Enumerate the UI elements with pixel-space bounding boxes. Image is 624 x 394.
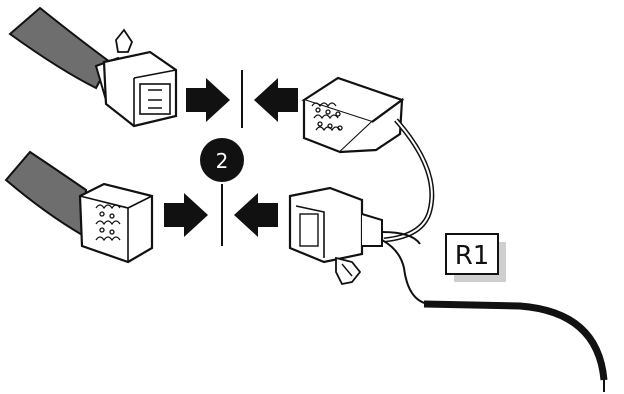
- step-badge: 2: [200, 138, 244, 182]
- upper-right-housing: [301, 76, 405, 154]
- reference-label-r1: R1: [445, 233, 506, 282]
- lower-insert-arrows: [164, 184, 278, 246]
- upper-insert-arrows: [186, 70, 298, 128]
- wire-leads: [381, 118, 435, 305]
- lower-left-harness: [4, 150, 88, 238]
- harness-r1-cable: [423, 300, 608, 392]
- step-number: 2: [216, 149, 229, 173]
- reference-label-text: R1: [455, 241, 490, 271]
- lower-left-connector: [78, 182, 154, 264]
- lower-right-connector: [288, 186, 383, 286]
- upper-left-connector: [102, 28, 178, 128]
